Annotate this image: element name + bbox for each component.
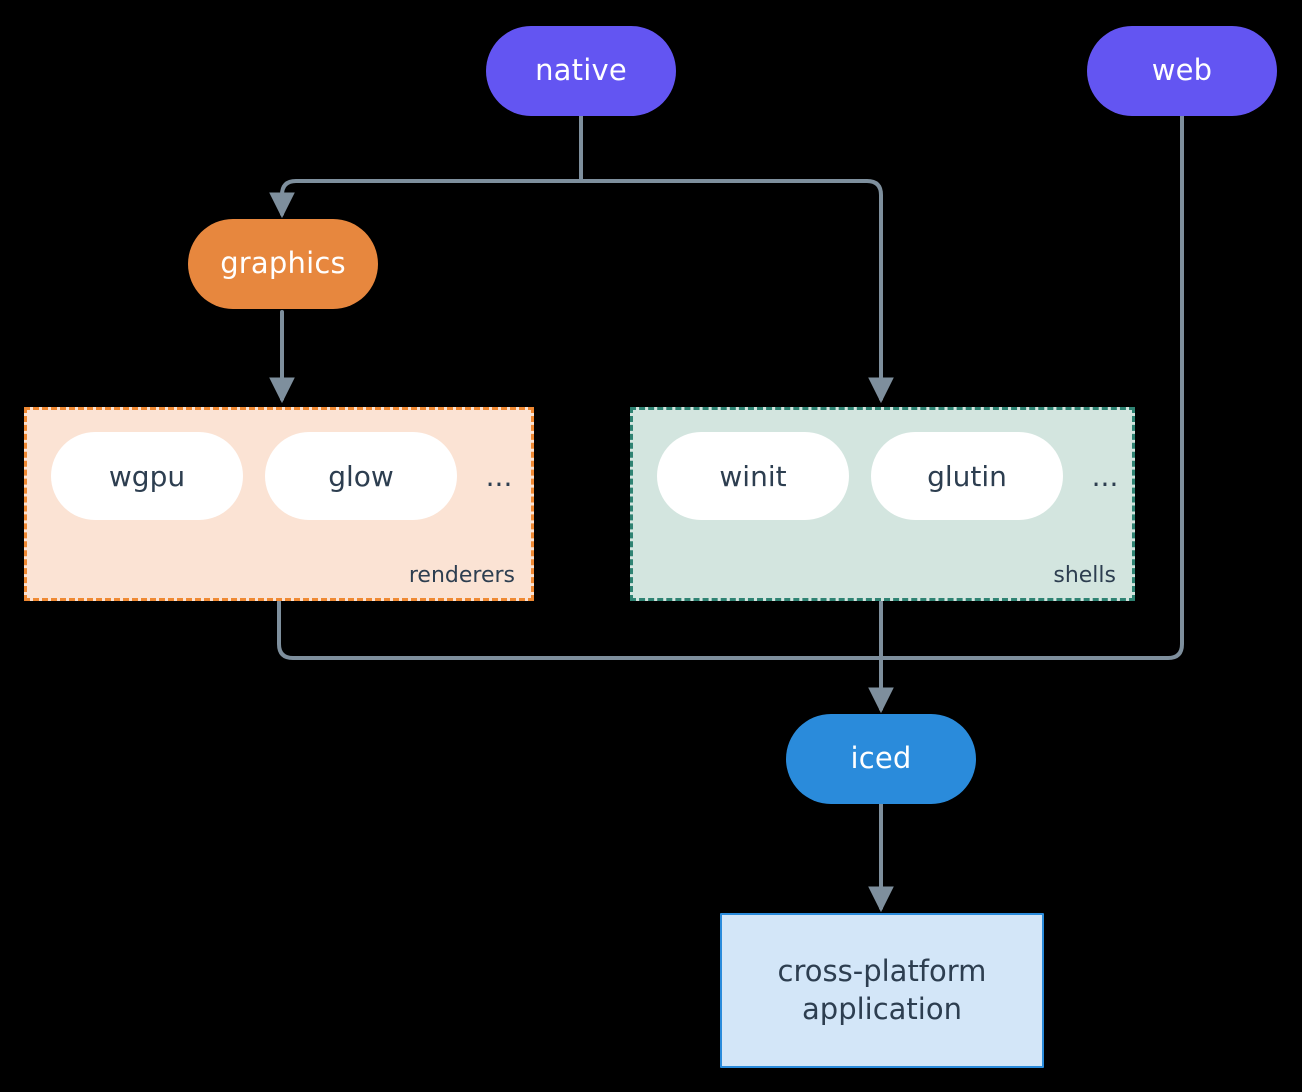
chip-glow[interactable]: glow bbox=[265, 432, 457, 520]
node-graphics[interactable]: graphics bbox=[188, 219, 378, 309]
edge-renderers-iced bbox=[277, 600, 883, 660]
chip-winit-label: winit bbox=[719, 459, 787, 493]
application-line-1: cross-platform bbox=[777, 954, 987, 989]
node-web[interactable]: web bbox=[1087, 26, 1277, 116]
shells-overflow-ellipsis: ... bbox=[1091, 460, 1119, 493]
chip-glow-label: glow bbox=[328, 459, 394, 493]
node-native[interactable]: native bbox=[486, 26, 676, 116]
edge-native-graphics bbox=[269, 179, 583, 219]
node-iced-label: iced bbox=[850, 741, 912, 776]
node-iced[interactable]: iced bbox=[786, 714, 976, 804]
chip-glutin-label: glutin bbox=[927, 459, 1007, 493]
group-shells-label: shells bbox=[1053, 563, 1116, 588]
node-native-label: native bbox=[535, 53, 627, 88]
group-renderers: wgpu glow ... renderers bbox=[24, 407, 534, 601]
node-web-label: web bbox=[1151, 53, 1213, 88]
edge-native-shells bbox=[579, 179, 894, 404]
node-application[interactable]: cross-platform application bbox=[720, 913, 1044, 1068]
chip-glutin[interactable]: glutin bbox=[871, 432, 1063, 520]
application-line-2: application bbox=[802, 991, 962, 1026]
chip-wgpu[interactable]: wgpu bbox=[51, 432, 243, 520]
renderers-overflow-ellipsis: ... bbox=[485, 460, 513, 493]
node-graphics-label: graphics bbox=[220, 246, 346, 281]
chip-wgpu-label: wgpu bbox=[108, 459, 186, 493]
chip-winit[interactable]: winit bbox=[657, 432, 849, 520]
group-renderers-label: renderers bbox=[408, 563, 515, 588]
group-shells: winit glutin ... shells bbox=[630, 407, 1135, 601]
